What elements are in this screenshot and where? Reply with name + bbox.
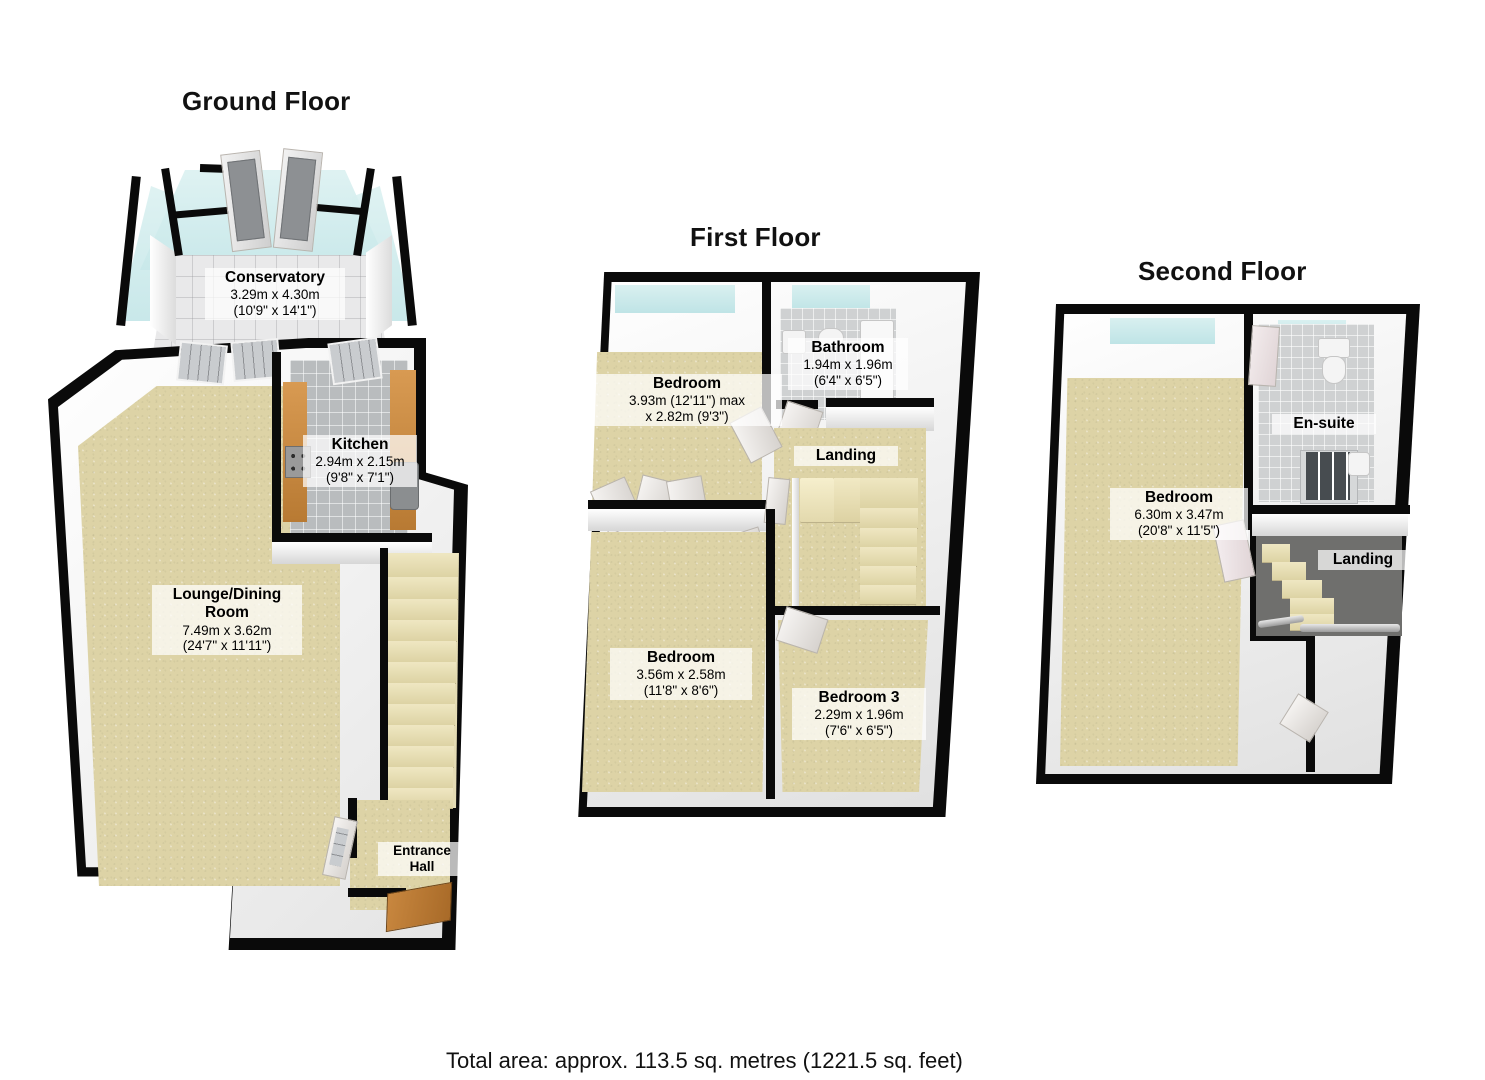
ensuite-basin xyxy=(1348,452,1370,476)
room-name: Bedroom xyxy=(646,649,716,666)
room-label-ensuite: En-suite xyxy=(1272,414,1376,435)
room-dim-imperial: (7'6" x 6'5") xyxy=(824,723,893,739)
wall-bedroom2-right xyxy=(766,509,775,799)
bathroom-window xyxy=(792,285,870,311)
wall-second-divider-3 xyxy=(1250,632,1314,641)
room-name: Kitchen xyxy=(331,436,389,453)
room-name: Conservatory xyxy=(225,269,325,286)
ensuite-shower-screen xyxy=(1306,452,1350,500)
second-bedroom-window xyxy=(1110,318,1215,344)
room-name: Entrance xyxy=(393,843,451,858)
room-dim-metric: 3.56m x 2.58m xyxy=(636,667,726,683)
room-name: Bathroom xyxy=(811,339,885,356)
room-name: Landing xyxy=(1332,551,1394,568)
room-dim-metric: 2.94m x 2.15m xyxy=(315,454,405,470)
room-dim-metric: 2.29m x 1.96m xyxy=(814,707,904,723)
room-dim-metric: 1.94m x 1.96m xyxy=(803,357,893,373)
wall-bathroom-bottom-face xyxy=(826,407,934,431)
stairs-rail xyxy=(792,478,799,610)
ground-floor-title: Ground Floor xyxy=(182,86,351,116)
room-label-bathroom: Bathroom 1.94m x 1.96m (6'4" x 6'5") xyxy=(788,338,908,391)
room-label-second-landing: Landing xyxy=(1318,550,1408,571)
total-area-text: Total area: approx. 113.5 sq. metres (12… xyxy=(446,1048,963,1073)
room-name: Lounge/Dining xyxy=(172,586,282,603)
staircase-steps xyxy=(385,553,459,809)
wall-ensuite-bottom-face xyxy=(1252,514,1408,536)
room-name-2: Room xyxy=(205,604,249,622)
room-label-landing: Landing xyxy=(794,446,898,467)
first-floor-plan: First Floor Bedroom 3.93m (12'11") max x… xyxy=(530,0,1000,860)
room-label-kitchen: Kitchen 2.94m x 2.15m (9'8" x 7'1") xyxy=(303,435,417,488)
ensuite-door[interactable] xyxy=(1247,325,1281,387)
wall-bedroom1-landing xyxy=(762,282,771,442)
conservatory-wall-right xyxy=(366,235,392,345)
ensuite-toilet xyxy=(1322,356,1346,384)
wall-bathroom-bottom-2 xyxy=(826,398,934,407)
room-name: Landing xyxy=(815,447,877,464)
room-dim-imperial: (9'8" x 7'1") xyxy=(325,470,394,486)
ground-floor-plan: Ground Floor Conservatory 3.29m x 4.30m … xyxy=(0,0,520,1000)
room-dim-imperial: x 2.82m (9'3") xyxy=(645,409,729,425)
entrance-hall-wall-2 xyxy=(348,888,406,897)
lounge-window-left xyxy=(176,340,228,386)
room-dim-imperial: (6'4" x 6'5") xyxy=(813,373,882,389)
conservatory-wall-left xyxy=(150,235,176,345)
second-floor-title: Second Floor xyxy=(1138,256,1307,286)
first-floor-title: First Floor xyxy=(690,222,821,252)
wall-bedroom1-bottom-face xyxy=(588,509,774,531)
room-label-bedroom3: Bedroom 3 2.29m x 1.96m (7'6" x 6'5") xyxy=(792,688,926,741)
first-floor-stairs xyxy=(800,478,918,610)
room-dim-imperial: (24'7" x 11'11") xyxy=(182,638,272,654)
room-dim-metric: 6.30m x 3.47m xyxy=(1134,507,1224,523)
room-name-2: Hall xyxy=(409,858,435,874)
wall-second-divider-2 xyxy=(1250,530,1259,640)
room-label-bedroom1: Bedroom 3.93m (12'11") max x 2.82m (9'3"… xyxy=(592,374,782,427)
room-dim-metric: 7.49m x 3.62m xyxy=(182,622,272,638)
room-dim-imperial: (10'9" x 14'1") xyxy=(233,303,317,319)
room-label-entrance-hall: Entrance Hall xyxy=(378,842,466,876)
room-label-conservatory: Conservatory 3.29m x 4.30m (10'9" x 14'1… xyxy=(205,268,345,321)
wall-bedroom3-top xyxy=(770,606,940,615)
room-label-bedroom2: Bedroom 3.56m x 2.58m (11'8" x 8'6") xyxy=(610,648,752,701)
room-label-lounge-dining: Lounge/Dining Room 7.49m x 3.62m (24'7" … xyxy=(152,585,302,656)
wall-bedroom1-bottom xyxy=(588,500,774,509)
kitchen-wall-bottom xyxy=(272,533,432,542)
ensuite-cistern xyxy=(1318,338,1350,358)
second-bedroom-floor xyxy=(1060,378,1245,766)
wall-ensuite-bottom xyxy=(1250,505,1410,514)
kitchen-window xyxy=(327,336,383,386)
room-label-second-bedroom: Bedroom 6.30m x 3.47m (20'8" x 11'5") xyxy=(1110,488,1248,541)
bedroom1-window xyxy=(615,285,735,313)
wall-second-divider xyxy=(1244,314,1253,530)
room-name: En-suite xyxy=(1293,415,1355,432)
room-name: Bedroom 3 xyxy=(818,689,900,706)
room-dim-metric: 3.93m (12'11") max xyxy=(629,393,745,409)
staircase-wall xyxy=(380,548,388,810)
room-dim-imperial: (20'8" x 11'5") xyxy=(1137,523,1221,539)
kitchen-wall-left xyxy=(272,352,281,542)
second-floor-plan: Second Floor Bedroom 6.30m x 3.47m (20'8… xyxy=(1000,0,1470,830)
room-name: Bedroom xyxy=(652,375,722,392)
room-dim-imperial: (11'8" x 8'6") xyxy=(643,683,719,699)
room-name: Bedroom xyxy=(1144,489,1214,506)
second-landing-rail xyxy=(1300,624,1400,632)
room-dim-metric: 3.29m x 4.30m xyxy=(230,287,320,303)
